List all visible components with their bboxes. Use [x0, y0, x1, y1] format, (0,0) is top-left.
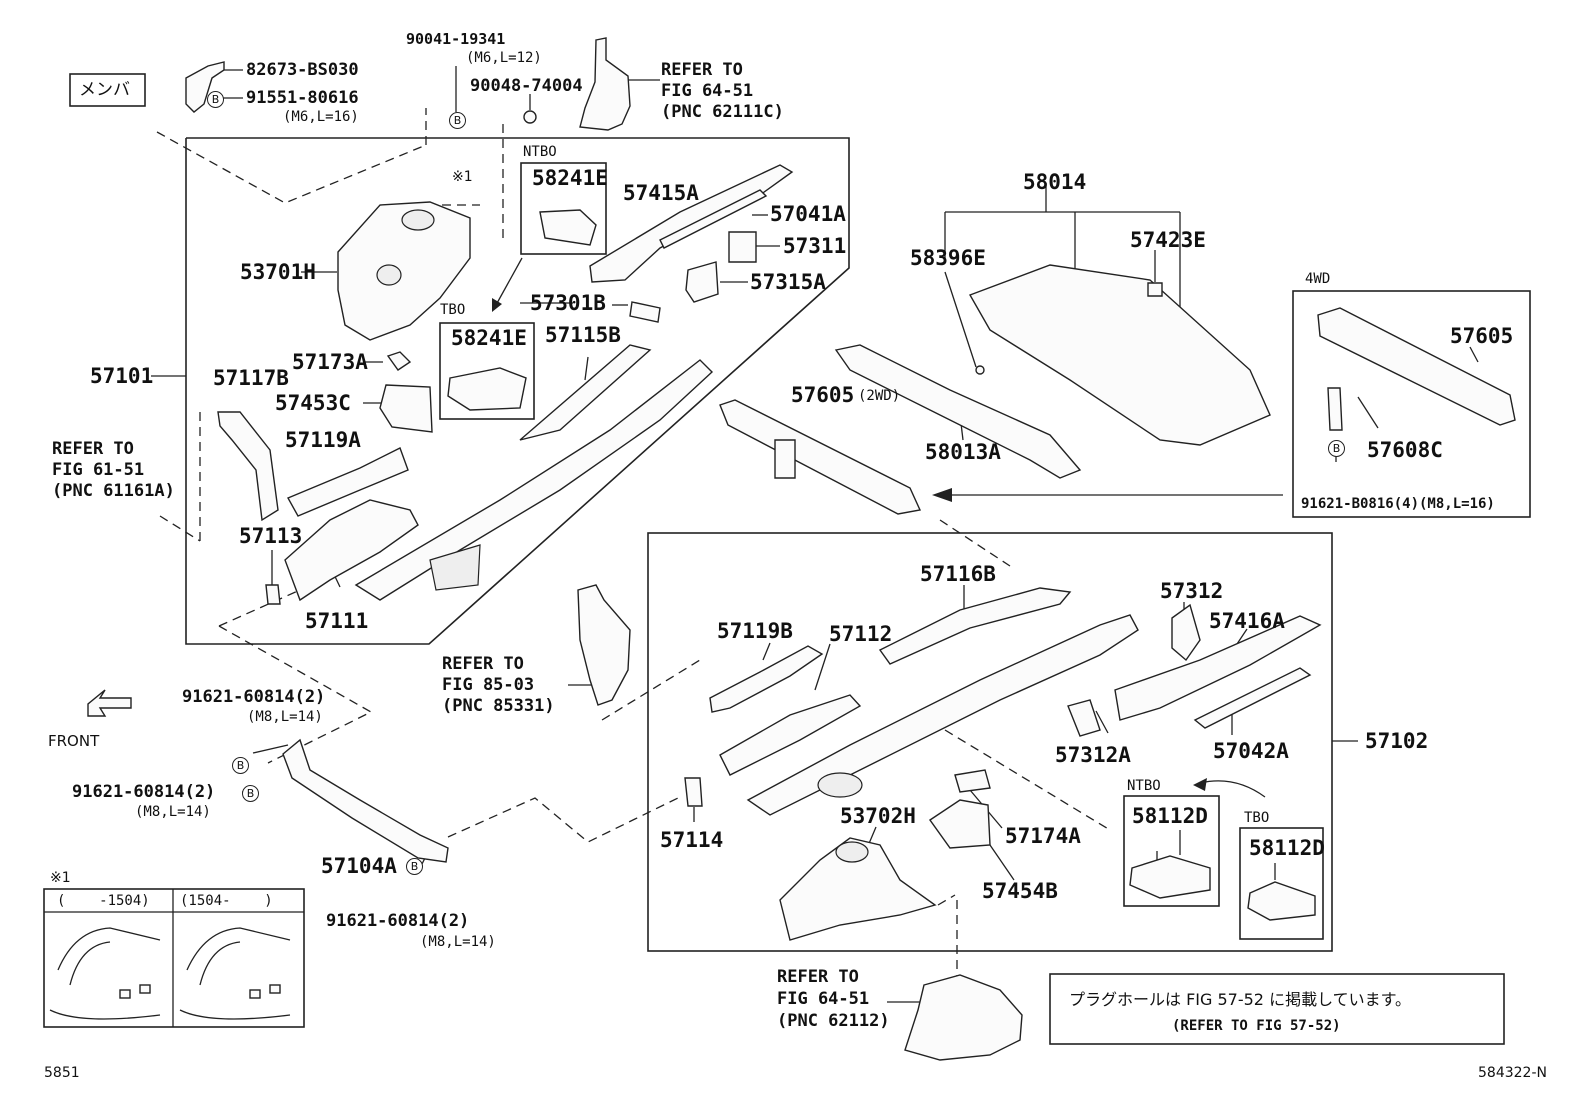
refer-top-line1: REFER TO — [661, 60, 743, 80]
tag-tbo-a: TBO — [440, 302, 466, 318]
label-91551-spec: (M6,L=16) — [283, 109, 359, 125]
label-91621-60814-c-spec: (M8,L=14) — [420, 934, 496, 950]
note-english: (REFER TO FIG 57-52) — [1172, 1018, 1341, 1034]
label-90041-spec: (M6,L=12) — [466, 50, 542, 66]
label-53701h: 53701H — [240, 260, 316, 284]
label-91621-60814-c: 91621-60814(2) — [326, 911, 470, 931]
group-frame-57101 — [185, 137, 850, 645]
label-57315a: 57315A — [750, 270, 826, 294]
label-57042a: 57042A — [1213, 739, 1289, 763]
label-57173a: 57173A — [292, 350, 368, 374]
label-57111: 57111 — [305, 609, 369, 633]
label-57608c: 57608C — [1367, 438, 1443, 462]
refer-left-line2: FIG 61-51 — [52, 460, 145, 480]
bolt-b-icon: B — [232, 757, 249, 774]
refer-bottom-line1: REFER TO — [777, 967, 859, 987]
refer-mid-line2: FIG 85-03 — [442, 675, 535, 695]
label-91621-60814-a-spec: (M8,L=14) — [247, 709, 323, 725]
footer-left-code: 5851 — [44, 1065, 80, 1081]
label-57117b: 57117B — [213, 366, 289, 390]
refer-mid-line3: (PNC 85331) — [442, 696, 555, 716]
inset-right-header: (1504- ) — [180, 893, 273, 909]
label-58112d-b: 58112D — [1249, 836, 1325, 860]
label-57416a: 57416A — [1209, 609, 1285, 633]
refer-bottom-line2: FIG 64-51 — [777, 989, 870, 1009]
label-57119a: 57119A — [285, 428, 361, 452]
label-57605-2wd: 57605 — [791, 383, 855, 407]
group-frame-4wd — [1292, 290, 1531, 518]
refer-bottom-line3: (PNC 62112) — [777, 1011, 890, 1031]
note-japanese: プラグホールは FIG 57-52 に掲載しています。 — [1069, 990, 1411, 1009]
tag-ntbo-a: NTBO — [523, 144, 557, 160]
tag-ntbo-b: NTBO — [1127, 778, 1161, 794]
label-57312: 57312 — [1160, 579, 1224, 603]
front-label: FRONT — [48, 732, 100, 750]
label-58013a: 58013A — [925, 440, 1001, 464]
refer-left-line1: REFER TO — [52, 439, 134, 459]
label-57454b: 57454B — [982, 879, 1058, 903]
label-82673-bs030: 82673-BS030 — [246, 60, 359, 80]
label-58396e: 58396E — [910, 246, 986, 270]
inset-frame — [43, 888, 305, 1028]
bolt-b-icon: B — [406, 858, 423, 875]
label-57101: 57101 — [90, 364, 154, 388]
label-58112d-a: 58112D — [1132, 804, 1208, 828]
tag-tbo-b: TBO — [1244, 810, 1270, 826]
label-57312a: 57312A — [1055, 743, 1131, 767]
label-91551-80616: 91551-80616 — [246, 88, 359, 108]
label-58241e-b: 58241E — [451, 326, 527, 350]
label-57453c: 57453C — [275, 391, 351, 415]
refer-top-line3: (PNC 62111C) — [661, 102, 784, 122]
inset-left-header: ( -1504) — [57, 893, 150, 909]
label-57102: 57102 — [1365, 729, 1429, 753]
label-53702h: 53702H — [840, 804, 916, 828]
label-57116b: 57116B — [920, 562, 996, 586]
label-90041-19341: 90041-19341 — [406, 30, 506, 48]
bolt-b-icon: B — [242, 785, 259, 802]
label-91621-b0816: 91621-B0816(4)(M8,L=16) — [1301, 496, 1495, 512]
refer-left-line3: (PNC 61161A) — [52, 481, 175, 501]
label-2wd-note: (2WD) — [858, 388, 901, 404]
label-57113: 57113 — [239, 524, 303, 548]
inset-mark: ※1 — [50, 870, 71, 886]
label-91621-60814-b: 91621-60814(2) — [72, 782, 216, 802]
label-57311: 57311 — [783, 234, 847, 258]
label-57605-4wd: 57605 — [1450, 324, 1514, 348]
label-57115b: 57115B — [545, 323, 621, 347]
tag-4wd: 4WD — [1305, 271, 1331, 287]
label-57423e: 57423E — [1130, 228, 1206, 252]
label-91621-60814-a: 91621-60814(2) — [182, 687, 326, 707]
bolt-b-icon: B — [1328, 440, 1345, 457]
mark-1: ※1 — [452, 169, 473, 185]
label-57174a: 57174A — [1005, 824, 1081, 848]
label-91621-60814-b-spec: (M8,L=14) — [135, 804, 211, 820]
label-90048-74004: 90048-74004 — [470, 76, 583, 96]
menu-tag: メンバ — [79, 80, 130, 100]
label-57114: 57114 — [660, 828, 724, 852]
refer-top-line2: FIG 64-51 — [661, 81, 754, 101]
label-57041a: 57041A — [770, 202, 846, 226]
label-57415a: 57415A — [623, 181, 699, 205]
label-58014: 58014 — [1023, 170, 1087, 194]
bolt-b-icon: B — [449, 112, 466, 129]
label-57119b: 57119B — [717, 619, 793, 643]
label-57301b: 57301B — [530, 291, 606, 315]
label-57112: 57112 — [829, 622, 893, 646]
label-58241e-a: 58241E — [532, 166, 608, 190]
label-57104a: 57104A — [321, 854, 397, 878]
bolt-b-icon: B — [207, 91, 224, 108]
footer-right-code: 584322-N — [1478, 1065, 1547, 1081]
group-frame-57102 — [647, 532, 1333, 952]
refer-mid-line1: REFER TO — [442, 654, 524, 674]
